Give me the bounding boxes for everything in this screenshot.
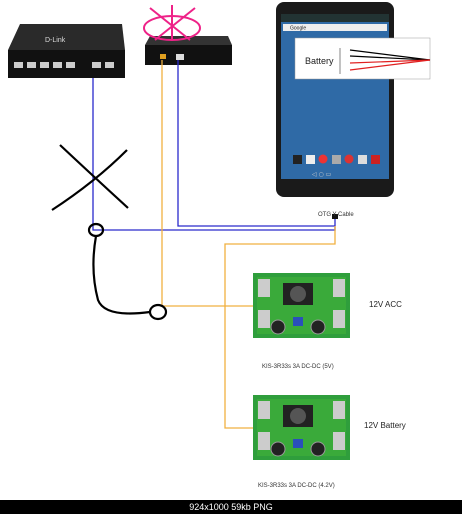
dcdc-module-2 (253, 395, 350, 460)
module2-title: KIS-3R33s 3A DC-DC (4.2V) (258, 483, 335, 489)
otg-cable-label: OTG Y-Cable (318, 212, 354, 218)
tablet-search-text: Google (290, 26, 306, 32)
tablet: Google Battery ◁ ○ ▭ (276, 2, 431, 197)
module1-title: KIS-3R33s 3A DC-DC (5V) (262, 364, 334, 370)
image-info-bar: 924x1000 59kb PNG (0, 500, 462, 514)
black-marker (51, 144, 168, 321)
module1-side-label: 12V ACC (369, 300, 402, 309)
battery-overlay-label: Battery (305, 56, 334, 66)
power-box (145, 36, 232, 65)
wiring-diagram: D-Link Google Battery (8, 2, 431, 460)
crossed-out-scribble (143, 5, 201, 41)
usb-hub: D-Link (8, 24, 125, 78)
module2-side-label: 12V Battery (364, 421, 406, 430)
image-info-text: 924x1000 59kb PNG (189, 502, 273, 512)
otg-connector (332, 214, 338, 219)
hub-brand-label: D-Link (45, 37, 66, 44)
tablet-nav-buttons: ◁ ○ ▭ (312, 171, 331, 178)
dcdc-module-1 (253, 273, 350, 338)
